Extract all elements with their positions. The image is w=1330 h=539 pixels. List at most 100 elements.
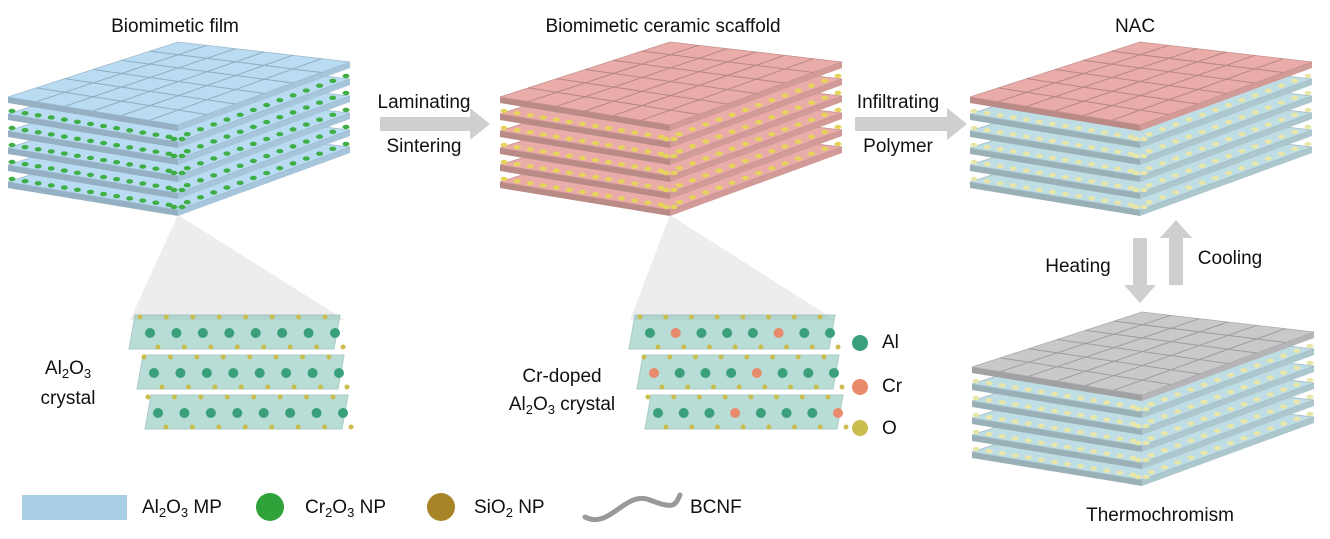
particle (715, 168, 723, 173)
o-atom (762, 384, 768, 390)
particle (86, 121, 94, 127)
particle (1264, 156, 1272, 161)
particle (781, 127, 789, 132)
particle (126, 179, 134, 184)
particle (768, 149, 776, 154)
particle (1266, 392, 1274, 397)
particle (1088, 179, 1096, 184)
particle (1266, 358, 1274, 363)
ceramic-scaffold-stack (499, 41, 843, 216)
atom-legend-cr: Cr (882, 376, 903, 397)
cr-atom (833, 408, 843, 418)
al-atom (829, 368, 839, 378)
nac-stack (969, 41, 1313, 216)
particle (1280, 404, 1288, 409)
particle (657, 202, 665, 208)
particle (1127, 185, 1135, 191)
particle (605, 160, 613, 165)
particle (223, 134, 231, 139)
particle (702, 190, 710, 195)
particle (1304, 141, 1312, 147)
particle (170, 204, 178, 210)
particle (1266, 375, 1274, 380)
al2o3-crystal (128, 314, 354, 430)
particle (741, 107, 749, 113)
o-atom (167, 354, 173, 360)
particle (821, 112, 829, 118)
particle (223, 168, 231, 173)
particle (196, 144, 204, 149)
particle (1238, 115, 1246, 120)
particle (1225, 170, 1233, 176)
particle (178, 136, 186, 142)
tile-crack (149, 58, 322, 121)
particle (1278, 117, 1286, 122)
particle (100, 157, 108, 163)
particle (1172, 156, 1180, 161)
particle (1077, 396, 1085, 401)
particle (1129, 404, 1137, 410)
particle (998, 400, 1006, 405)
particle (500, 176, 508, 182)
particle (657, 151, 665, 157)
al-atom (149, 368, 159, 378)
particle (210, 122, 218, 127)
al-atom (338, 408, 348, 418)
particle (1238, 98, 1246, 103)
o-atom (198, 394, 204, 400)
particle (983, 144, 991, 150)
al-atom (250, 328, 261, 338)
o-atom (145, 394, 151, 400)
particle (741, 124, 749, 130)
particle (152, 183, 160, 188)
particle (1238, 149, 1246, 154)
o-atom (817, 314, 823, 320)
particle (21, 144, 29, 150)
legend-al2o3-mp-swatch (22, 495, 127, 520)
o-atom (706, 344, 712, 350)
particle (342, 141, 350, 147)
o-atom (714, 314, 720, 320)
particle (605, 126, 613, 131)
particle (1035, 170, 1043, 175)
particle (1213, 394, 1221, 400)
particle (263, 119, 271, 125)
particle (605, 194, 613, 199)
particle (755, 170, 763, 176)
particle (86, 138, 94, 144)
particle (329, 95, 337, 101)
o-atom (273, 354, 279, 360)
zoom-cone-film (130, 215, 345, 320)
particle (126, 196, 134, 201)
o-atom (645, 394, 651, 400)
particle (1134, 440, 1142, 446)
layer-side-right (1140, 113, 1312, 182)
layer-side-left (500, 148, 670, 182)
layer-side-left (970, 148, 1140, 182)
particle (592, 174, 600, 180)
particle (1035, 153, 1043, 158)
particle (1142, 406, 1150, 412)
particle (728, 163, 736, 168)
particle (998, 434, 1006, 439)
particle (1011, 385, 1019, 390)
o-atom (330, 394, 336, 400)
particle (552, 151, 560, 156)
particle (113, 126, 121, 131)
particle (552, 134, 560, 139)
particle (170, 187, 178, 193)
particle (592, 191, 600, 197)
layer-side-right (1140, 147, 1312, 216)
particle (1147, 418, 1155, 424)
particle (821, 146, 829, 152)
particle (662, 170, 670, 176)
particle (1103, 400, 1111, 405)
o-atom (314, 344, 320, 350)
particle (302, 139, 310, 144)
particle (1198, 163, 1206, 168)
particle (1227, 372, 1235, 378)
o-atom (304, 394, 310, 400)
layer-side-left (8, 114, 178, 148)
al-atom (330, 328, 340, 338)
particle (1048, 155, 1056, 161)
